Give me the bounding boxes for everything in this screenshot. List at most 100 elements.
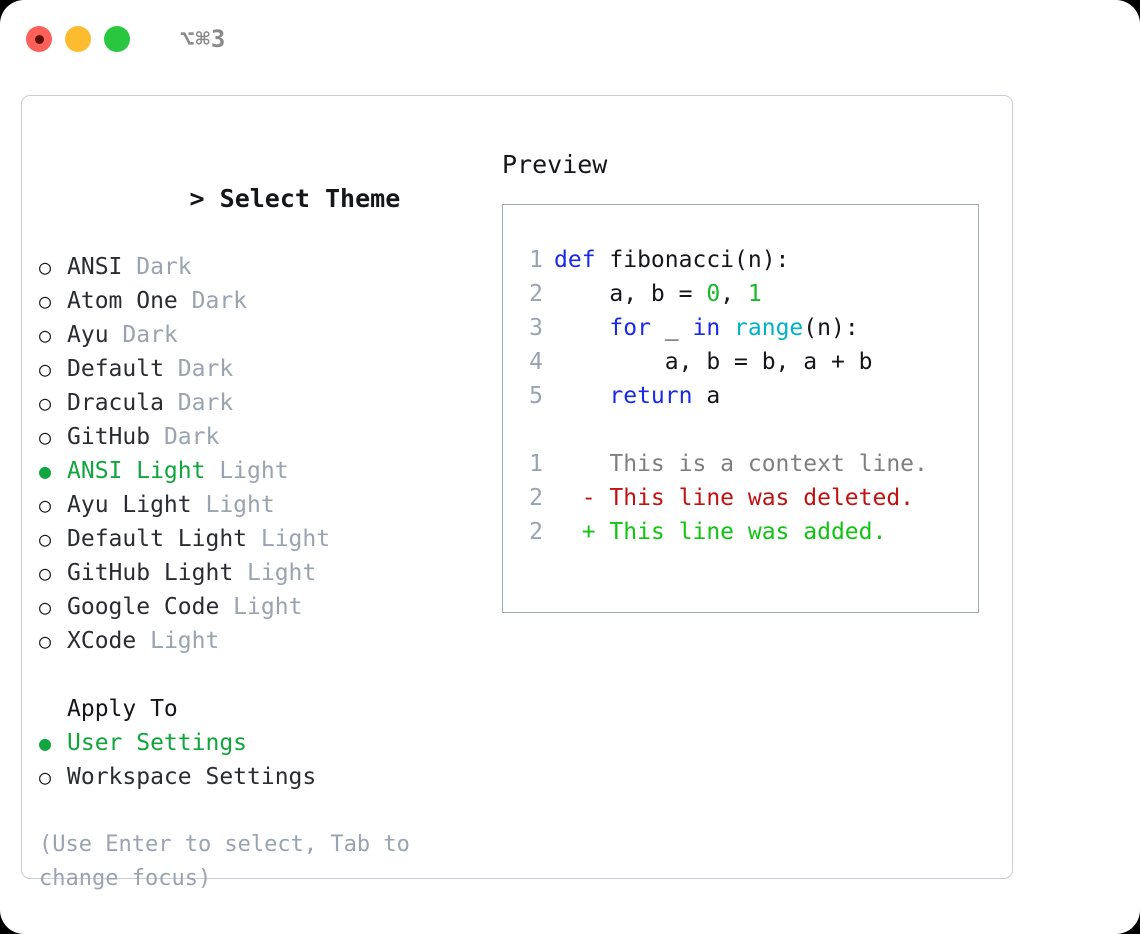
theme-variant-tag: Light xyxy=(191,492,275,518)
apply-to-option-0[interactable]: ●User Settings xyxy=(39,726,502,760)
line-number: 4 xyxy=(529,349,543,375)
code-token: , xyxy=(720,281,748,307)
theme-option-3[interactable]: ○ Default Dark xyxy=(39,352,502,386)
theme-option-label: Default xyxy=(67,356,164,382)
code-token: _ xyxy=(650,315,693,341)
line-number: 5 xyxy=(529,383,543,409)
theme-option-9[interactable]: ○GitHub Light Light xyxy=(39,556,502,590)
code-token: return xyxy=(609,383,693,409)
theme-option-6[interactable]: ●ANSI Light Light xyxy=(39,454,502,488)
prompt-caret-icon: > xyxy=(189,184,205,213)
code-token: a, b = xyxy=(554,281,707,307)
code-token: fibonacci(n): xyxy=(609,247,790,273)
radio-unselected-icon: ○ xyxy=(39,629,52,653)
keyboard-shortcut-label: ⌥⌘3 xyxy=(180,25,227,53)
line-number: 1 xyxy=(529,247,543,273)
radio-unselected-icon: ○ xyxy=(39,357,52,381)
code-text: return a xyxy=(554,379,720,413)
radio-unselected-icon: ○ xyxy=(39,765,52,789)
code-token xyxy=(554,315,609,341)
line-number: 2 xyxy=(529,485,543,511)
code-line: 5 return a xyxy=(517,379,978,413)
theme-option-label: XCode xyxy=(67,628,137,654)
theme-variant-tag: Dark xyxy=(177,288,248,314)
theme-option-label: Default Light xyxy=(67,526,248,552)
code-line: 1 def fibonacci(n): xyxy=(517,243,978,277)
code-token: (n): xyxy=(803,315,859,341)
line-number: 1 xyxy=(529,451,543,477)
theme-option-label: Ayu xyxy=(67,322,109,348)
code-line: 2 a, b = 0, 1 xyxy=(517,277,978,311)
line-number: 2 xyxy=(529,519,543,545)
code-line: 4 a, b = b, a + b xyxy=(517,345,978,379)
radio-unselected-icon: ○ xyxy=(39,323,52,347)
keyboard-hint-text: (Use Enter to select, Tab to change focu… xyxy=(39,832,424,891)
apply-to-option-1[interactable]: ○ Workspace Settings xyxy=(39,760,502,794)
maximize-button[interactable] xyxy=(104,26,130,52)
theme-option-4[interactable]: ○Dracula Dark xyxy=(39,386,502,420)
theme-option-label: Google Code xyxy=(67,594,220,620)
theme-variant-tag: Light xyxy=(136,628,220,654)
apply-to-list: ●User Settings ○ Workspace Settings xyxy=(39,726,502,794)
code-token xyxy=(554,383,609,409)
radio-unselected-icon: ○ xyxy=(39,255,52,279)
line-number: 3 xyxy=(529,315,543,341)
theme-option-label: ANSI Light xyxy=(67,458,206,484)
code-text: def fibonacci(n): xyxy=(554,243,789,277)
theme-option-label: Atom One xyxy=(67,288,178,314)
theme-variant-tag: Light xyxy=(219,594,303,620)
code-text: a, b = 0, 1 xyxy=(554,277,762,311)
theme-variant-tag: Dark xyxy=(150,424,220,450)
apply-to-heading: Apply To xyxy=(67,696,178,722)
apply-to-option-label: Workspace Settings xyxy=(67,764,317,790)
theme-option-label: Dracula xyxy=(67,390,164,416)
main-card: > Select Theme ○ANSI Dark○Atom One Dark○… xyxy=(21,95,1013,891)
radio-unselected-icon: ○ xyxy=(39,493,52,517)
theme-variant-tag: Dark xyxy=(163,390,234,416)
theme-variant-tag: Light xyxy=(233,560,317,586)
radio-unselected-icon: ○ xyxy=(39,561,52,585)
theme-option-8[interactable]: ○ Default Light Light xyxy=(39,522,502,556)
theme-variant-tag: Light xyxy=(205,458,289,484)
code-line: 3 for _ in range(n): xyxy=(517,311,978,345)
diff-text: This is a context line. xyxy=(554,451,928,477)
minimize-button[interactable] xyxy=(65,26,91,52)
theme-option-label: Ayu Light xyxy=(67,492,192,518)
page-title: > Select Theme xyxy=(39,148,502,250)
theme-selector-pane: > Select Theme ○ANSI Dark○Atom One Dark○… xyxy=(22,96,502,891)
theme-option-0[interactable]: ○ANSI Dark xyxy=(39,250,502,284)
theme-option-7[interactable]: ○ Ayu Light Light xyxy=(39,488,502,522)
close-button[interactable] xyxy=(26,26,52,52)
diff-line: 1 This is a context line. xyxy=(517,447,978,481)
diff-text: + This line was added. xyxy=(554,519,887,545)
code-text: a, b = b, a + b xyxy=(554,345,873,379)
diff-sample: 1 This is a context line.2 - This line w… xyxy=(517,447,978,549)
code-token: for xyxy=(609,315,651,341)
code-token: a, b = b, a + b xyxy=(554,349,873,375)
theme-variant-tag: Dark xyxy=(122,254,192,280)
diff-line: 2 - This line was deleted. xyxy=(517,481,978,515)
radio-unselected-icon: ○ xyxy=(39,527,52,551)
theme-option-5[interactable]: ○GitHub Dark xyxy=(39,420,502,454)
code-token: range xyxy=(734,315,804,341)
diff-text: - This line was deleted. xyxy=(554,485,915,511)
theme-option-2[interactable]: ○ Ayu Dark xyxy=(39,318,502,352)
window-controls xyxy=(26,26,130,52)
code-token: in xyxy=(692,315,721,341)
theme-option-11[interactable]: ○ XCode Light xyxy=(39,624,502,658)
theme-variant-tag: Dark xyxy=(108,322,178,348)
radio-unselected-icon: ○ xyxy=(39,595,52,619)
code-token: 1 xyxy=(747,281,762,307)
theme-option-10[interactable]: ○ Google Code Light xyxy=(39,590,502,624)
code-token: a xyxy=(692,383,721,409)
theme-option-1[interactable]: ○Atom One Dark xyxy=(39,284,502,318)
radio-unselected-icon: ○ xyxy=(39,425,52,449)
code-token: def xyxy=(554,247,610,273)
apply-to-option-label: User Settings xyxy=(67,730,248,756)
theme-variant-tag: Dark xyxy=(163,356,234,382)
theme-variant-tag: Light xyxy=(247,526,331,552)
line-number: 2 xyxy=(529,281,543,307)
